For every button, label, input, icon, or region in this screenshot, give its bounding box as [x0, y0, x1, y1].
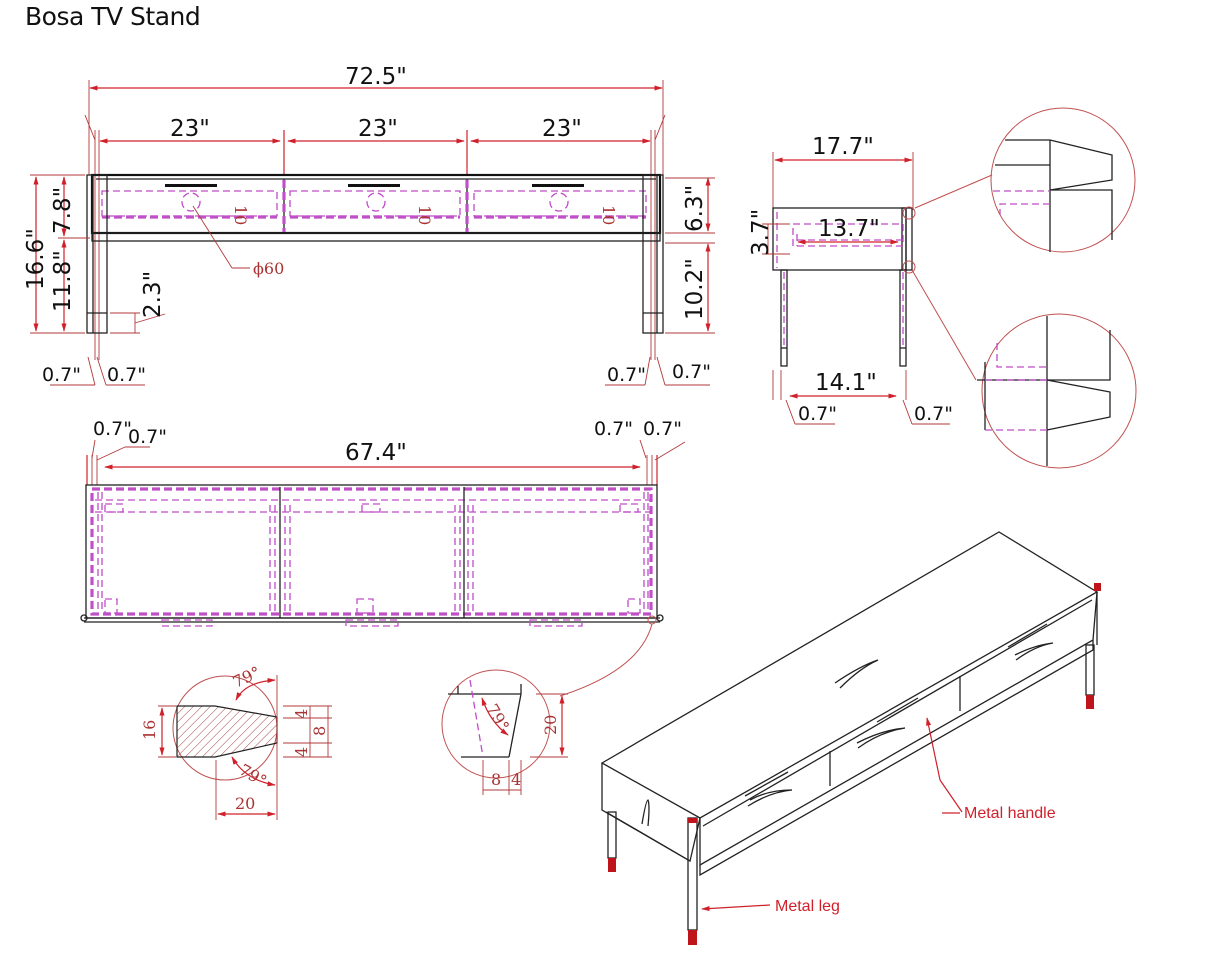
side-view: 17.7" 13.7" 3.7" 14.1" 0.7" 0.7 — [748, 134, 953, 425]
dim-leg-height: 11.8" — [50, 250, 76, 312]
dim-side-drawer-height: 3.7" — [748, 209, 774, 256]
dim-inner-width: 67.4" — [345, 440, 407, 466]
dim-side-offset-2: 0.7" — [914, 403, 953, 425]
drawer-mark-3: 10 — [599, 205, 618, 225]
handle-profile-detail: 16 20 79° 79° 4 8 4 — [140, 662, 332, 820]
dim-depth: 17.7" — [812, 134, 874, 160]
dim-top-offset-left-1: 0.7" — [93, 418, 132, 440]
angle-top-label: 79° — [230, 662, 264, 691]
dim-leg-span: 14.1" — [815, 370, 877, 396]
stack-top-label: 4 — [292, 709, 311, 719]
edge-angle-label: 79° — [483, 701, 514, 735]
joint-detail-bottom — [911, 269, 1137, 469]
dim-body-height: 7.8" — [50, 187, 76, 234]
dim-overall-width: 72.5" — [345, 64, 407, 90]
edge-width-2-label: 4 — [511, 770, 521, 789]
dim-section-1: 23" — [170, 116, 210, 142]
stack-bottom-label: 4 — [292, 747, 311, 757]
joint-detail-top — [914, 107, 1136, 253]
drawing-title: Bosa TV Stand — [25, 2, 201, 31]
leg-front-corner — [687, 817, 698, 945]
leg-back-right — [1085, 583, 1101, 709]
drawer-mark-1: 10 — [231, 205, 250, 225]
dim-top-offset-right-2: 0.7" — [643, 418, 682, 440]
edge-width-1-label: 8 — [491, 770, 501, 789]
dim-leg-offset-left-1: 0.7" — [42, 364, 81, 386]
edge-height-label: 20 — [541, 715, 560, 735]
front-view: 72.5" 23" 23" 23" — [23, 64, 715, 386]
dim-drawer-depth: 13.7" — [818, 216, 880, 242]
dim-leg-offset-left-2: 0.7" — [107, 364, 146, 386]
stack-mid-label: 8 — [310, 726, 329, 736]
dim-leg-offset-right-1: 0.7" — [607, 364, 646, 386]
isometric-view: Metal handle Metal leg — [600, 531, 1101, 945]
edge-detail: 79° 20 8 4 — [441, 669, 568, 795]
dim-foot-height: 2.3" — [140, 271, 166, 318]
dim-clearance: 10.2" — [682, 258, 708, 320]
metal-handle-callout: Metal handle — [964, 805, 1056, 822]
handle-length-label: 20 — [235, 794, 255, 813]
top-view: 67.4" 0.7" 0.7" 0.7" 0.7" — [80, 418, 686, 697]
dim-drawer-height: 6.3" — [682, 185, 708, 232]
dim-top-offset-left-2: 0.7" — [128, 426, 167, 448]
handle-height-label: 16 — [140, 720, 159, 740]
angle-bottom-label: 79° — [236, 760, 270, 791]
dim-section-2: 23" — [358, 116, 398, 142]
metal-leg-callout: Metal leg — [775, 898, 840, 915]
drawer-mark-2: 10 — [415, 205, 434, 225]
hole-diameter-label: ϕ60 — [253, 259, 284, 278]
dim-total-height: 16.6" — [23, 228, 49, 290]
dim-side-offset-1: 0.7" — [798, 403, 837, 425]
dim-top-offset-right-1: 0.7" — [594, 418, 633, 440]
dim-section-3: 23" — [542, 116, 582, 142]
leg-front-left — [607, 811, 617, 872]
dim-leg-offset-right-2: 0.7" — [672, 361, 711, 383]
